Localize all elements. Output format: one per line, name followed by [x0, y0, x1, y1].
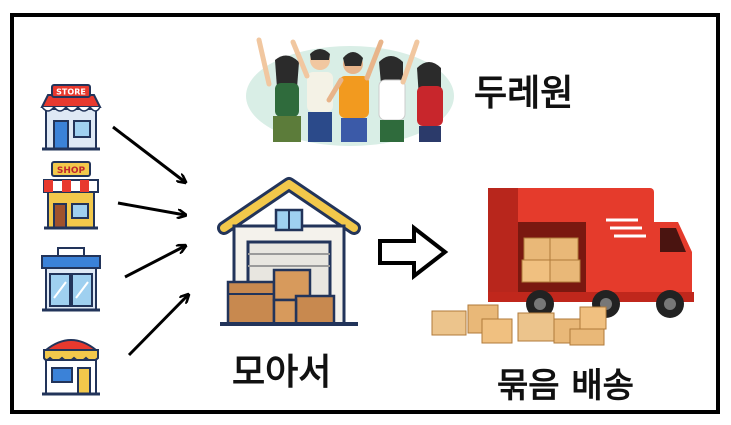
store-sign: STORE: [56, 88, 86, 97]
right-arrow-icon: [378, 223, 449, 281]
arrow-store-4: [127, 295, 188, 357]
warehouse-icon: [217, 177, 361, 326]
arrow-store-3: [124, 246, 185, 279]
convenience-store-icon: [41, 247, 101, 312]
shop-icon: SHOP: [43, 161, 99, 230]
store-icon: STORE: [40, 84, 102, 151]
shop-sign: SHOP: [57, 166, 86, 176]
bundle-label: 묶음 배송: [497, 366, 634, 406]
arrow-store-1: [112, 125, 185, 182]
parcel-boxes-icon: [431, 304, 607, 346]
collect-label: 모아서: [232, 352, 332, 393]
market-stall-icon: [42, 339, 100, 396]
people-group-icon: [246, 37, 454, 146]
arrow-store-2: [117, 201, 185, 215]
delivery-truck-icon: [488, 188, 694, 318]
group-label: 두레원: [474, 73, 574, 114]
